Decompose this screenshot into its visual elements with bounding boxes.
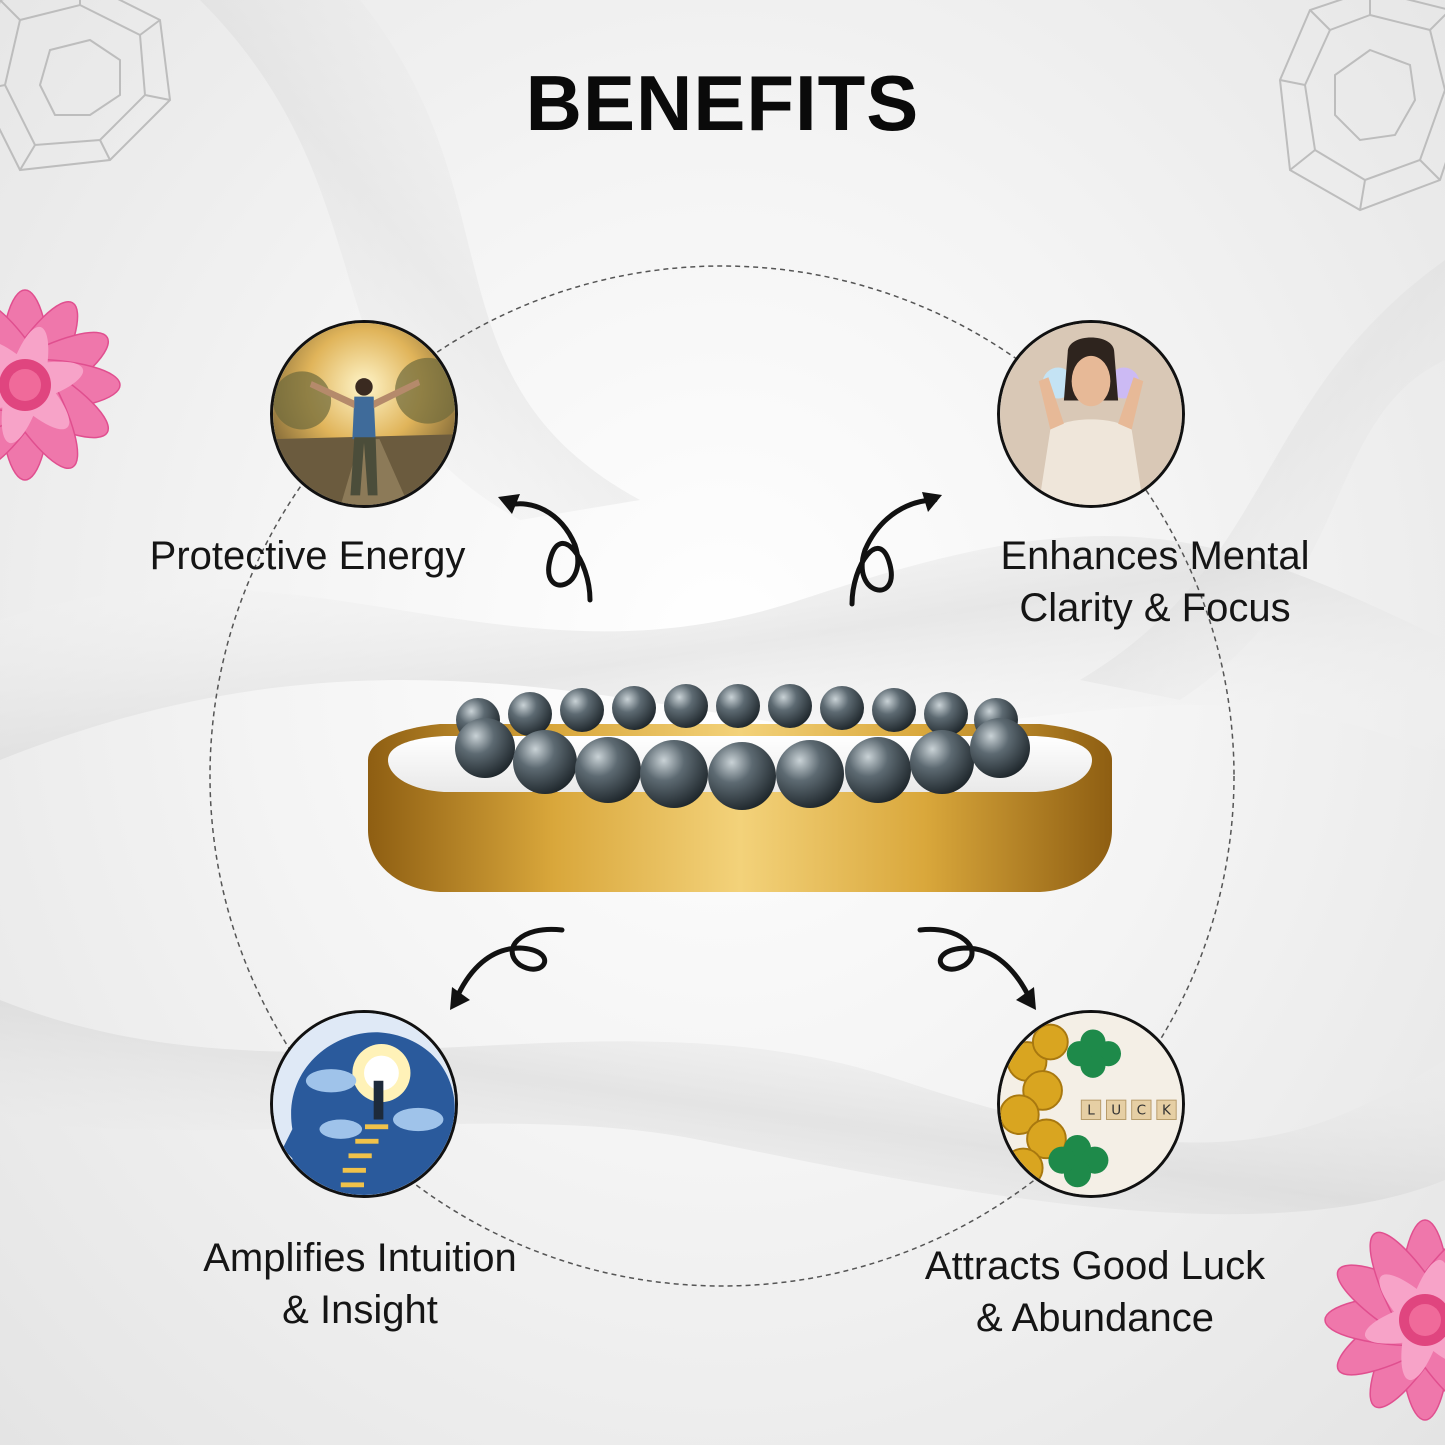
mind-staircase-icon [273,1013,455,1195]
luck-tile: K [1162,1103,1172,1119]
mandala-corner-top-left [0,0,172,172]
benefit-image-protective-energy [270,320,458,508]
benefit-label-good-luck: Attracts Good Luck & Abundance [895,1240,1295,1344]
benefit-label-line: Protective Energy [149,534,466,578]
benefit-label-mental-clarity: Enhances Mental Clarity & Focus [975,530,1335,634]
benefit-image-good-luck: L U C K [997,1010,1185,1198]
benefit-label-line: Clarity & Focus [1019,586,1291,630]
benefit-label-line: & Insight [282,1288,438,1332]
mandala-corner-top-right [1278,0,1445,212]
woman-meditating-icon [1000,323,1182,505]
luck-tile: C [1137,1103,1146,1119]
benefit-label-intuition: Amplifies Intuition & Insight [170,1232,550,1336]
benefit-label-protective-energy: Protective Energy [120,530,495,582]
benefit-image-intuition [270,1010,458,1198]
page-title: BENEFITS [525,59,920,147]
coins-clover-icon: L U C K [1000,1013,1182,1195]
luck-tile: L [1087,1103,1095,1119]
pink-flower-bottom-right [1324,1219,1445,1421]
luck-tile: U [1111,1103,1121,1119]
benefit-label-line: Attracts Good Luck [924,1244,1266,1288]
benefit-label-line: Enhances Mental [1000,534,1310,578]
pink-flower-left [0,289,121,481]
benefit-image-mental-clarity [997,320,1185,508]
person-arms-open-icon [273,323,455,505]
bracelet-on-gold-tray [368,684,1112,892]
benefit-label-line: Amplifies Intuition [203,1236,517,1280]
benefit-label-line: & Abundance [976,1296,1214,1340]
